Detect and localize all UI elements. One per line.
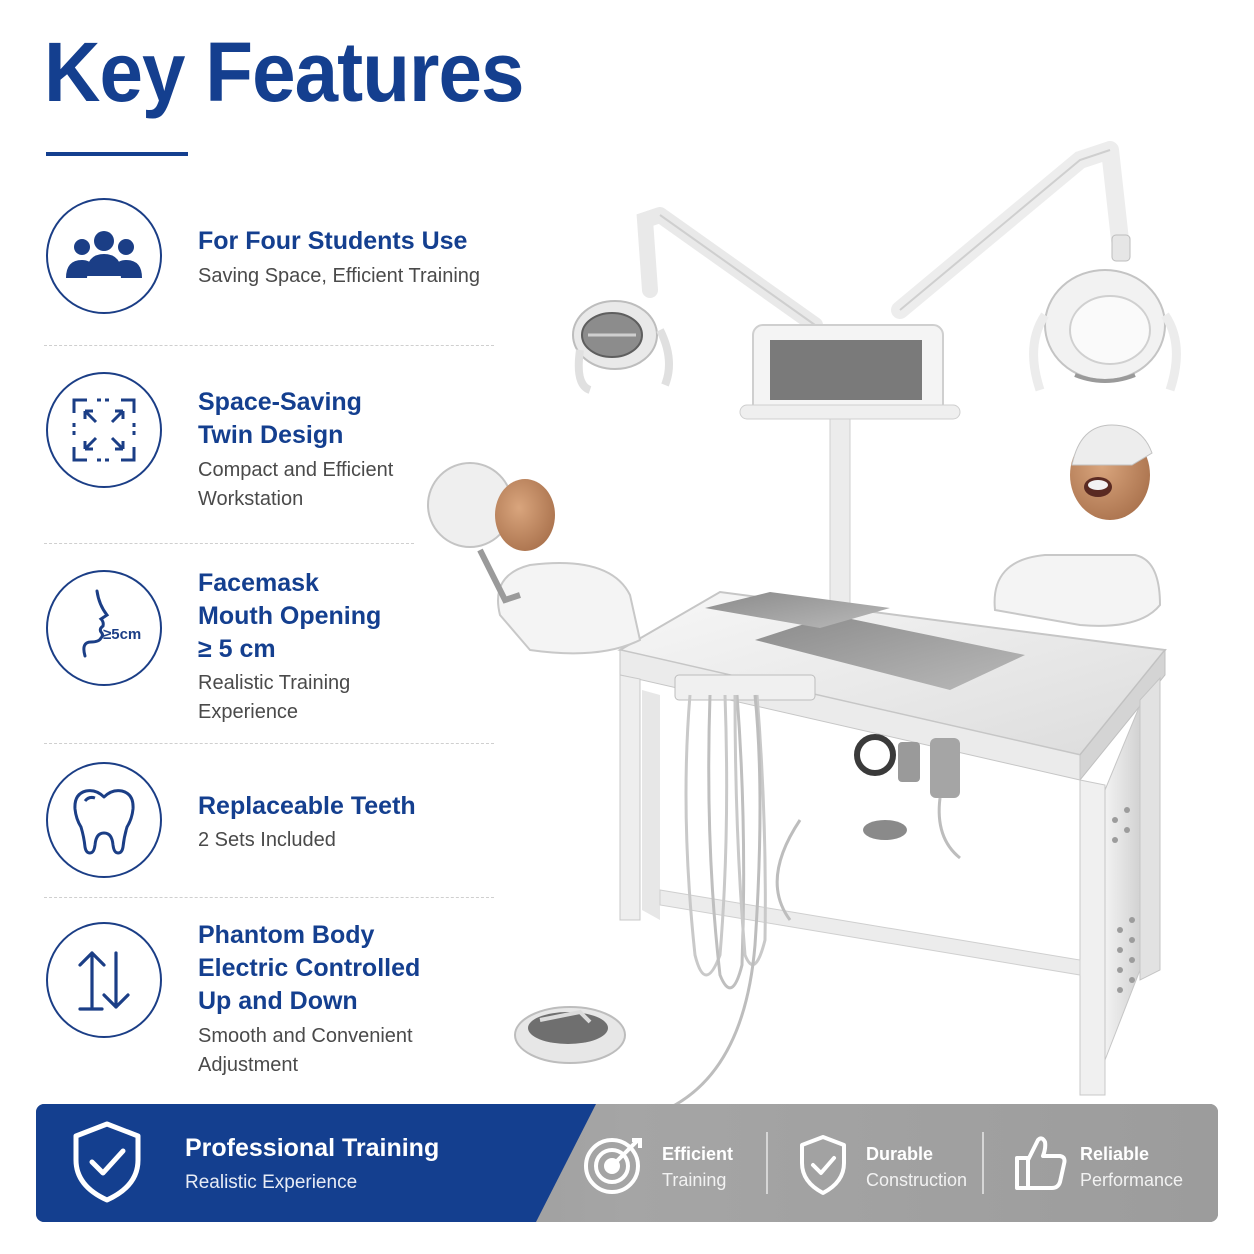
- lamp-right: [1029, 234, 1181, 392]
- face-profile-icon: ≥5cm: [46, 570, 162, 686]
- banner-title: Professional Training: [185, 1134, 440, 1162]
- banner-separator: [982, 1132, 984, 1194]
- bottom-banner: Professional Training Realistic Experien…: [36, 1104, 1218, 1222]
- banner-subtitle: Realistic Experience: [185, 1172, 358, 1193]
- phantom-head-right: [993, 424, 1162, 627]
- phantom-head-left: [427, 462, 642, 655]
- dental-simulator-illustration: [427, 141, 1181, 1105]
- shield-check-icon: [70, 1120, 144, 1209]
- feature-title-line: ≥ 5 cm: [198, 635, 276, 663]
- divider: [44, 897, 494, 898]
- foot-pedal: [514, 1006, 626, 1064]
- feature-title-line: Phantom Body: [198, 921, 375, 949]
- feature-title-line: Twin Design: [198, 421, 344, 449]
- monitor: [739, 324, 961, 633]
- banner-separator: [766, 1132, 768, 1194]
- feature-title-line: Replaceable Teeth: [198, 792, 416, 820]
- feature-subtitle-line: Experience: [198, 701, 299, 723]
- banner-item-subtitle: Performance: [1080, 1170, 1184, 1190]
- up-down-arrows-icon: [46, 922, 162, 1038]
- compact-icon: [46, 372, 162, 488]
- feature-subtitle-line: 2 Sets Included: [198, 829, 336, 851]
- feature-subtitle-line: Workstation: [198, 488, 304, 510]
- shield-check-icon: [798, 1134, 848, 1201]
- banner-item-title: Durable: [866, 1144, 934, 1164]
- feature-subtitle-line: Realistic Training: [198, 672, 351, 694]
- feature-title-line: Mouth Opening: [198, 602, 382, 630]
- feature-subtitle-line: Compact and Efficient: [198, 459, 394, 481]
- banner-item-subtitle: Training: [662, 1170, 727, 1190]
- feature-subtitle-line: Adjustment: [198, 1054, 299, 1076]
- banner-gray-panel: [536, 1104, 1218, 1222]
- divider: [44, 743, 494, 744]
- instrument-holder: [669, 674, 816, 1105]
- banner-item-title: Reliable: [1080, 1144, 1150, 1164]
- feature-title-line: Space-Saving: [198, 388, 362, 416]
- banner-item-title: Efficient: [662, 1144, 734, 1164]
- thumbs-up-icon: [1014, 1134, 1068, 1197]
- title-underline: [46, 152, 188, 156]
- feature-subtitle-line: Saving Space, Efficient Training: [198, 265, 481, 287]
- target-icon: [582, 1134, 646, 1201]
- feature-title-line: Facemask: [198, 569, 319, 597]
- tooth-icon: [46, 762, 162, 878]
- lamp-left: [572, 300, 673, 394]
- feature-subtitle-line: Smooth and Convenient: [198, 1025, 413, 1047]
- divider: [44, 345, 494, 346]
- banner-item-subtitle: Construction: [866, 1170, 968, 1190]
- banner-blue-panel: [36, 1104, 596, 1222]
- divider: [44, 543, 414, 544]
- feature-title-line: For Four Students Use: [198, 227, 468, 255]
- feature-title-line: Up and Down: [198, 987, 358, 1015]
- regulator: [775, 734, 961, 921]
- group-icon: [46, 198, 162, 314]
- feature-title-line: Electric Controlled: [198, 954, 421, 982]
- icon-label: ≥5cm: [103, 626, 141, 643]
- page-title: Key Features: [44, 25, 524, 119]
